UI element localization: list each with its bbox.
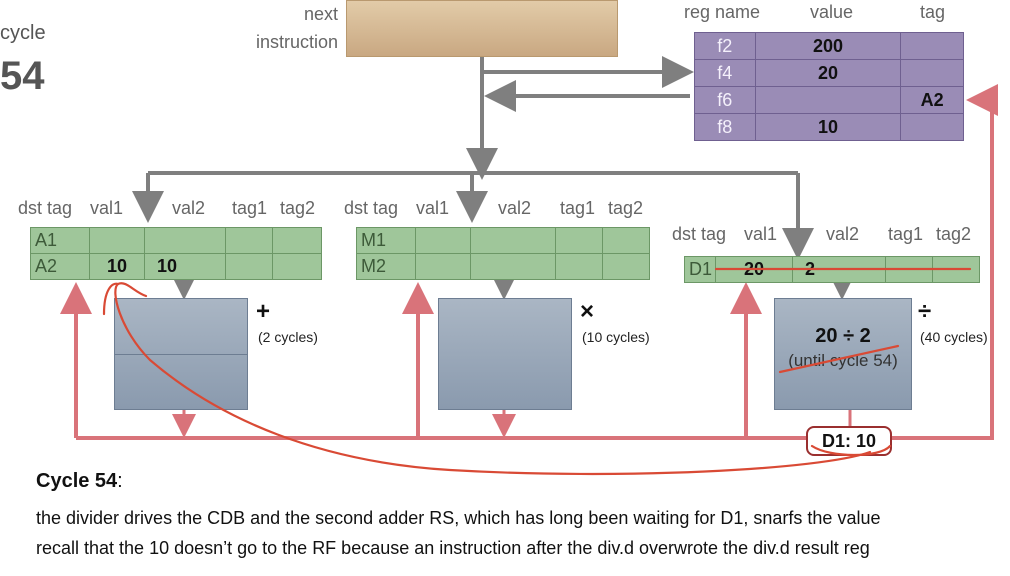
rs-val1 <box>89 227 145 254</box>
multiplier-unit <box>438 298 572 410</box>
divider-expression: 20 ÷ 2 <box>815 325 871 347</box>
caption-line-1: the divider drives the CDB and the secon… <box>36 508 881 528</box>
mult-header-dst-tag: dst tag <box>344 198 399 218</box>
rs-dst-tag: M1 <box>356 227 416 254</box>
rs-val2: 10 <box>144 253 226 280</box>
adder-header-dst-tag: dst tag <box>18 198 73 218</box>
rf-row: f2 200 <box>694 32 964 60</box>
adder-unit <box>114 298 248 410</box>
adder-stage-divider <box>115 354 247 355</box>
rs-tag2 <box>272 227 322 254</box>
cycle-number: 54 <box>0 54 45 98</box>
rf-header-name: reg name <box>684 2 761 22</box>
rs-tag1 <box>225 227 273 254</box>
divider-latency: (40 cycles) <box>920 329 988 345</box>
adder-latency: (2 cycles) <box>258 329 318 345</box>
adder-header-val1: val1 <box>90 198 124 218</box>
cycle-label: cycle <box>0 22 46 44</box>
rf-reg-value: 200 <box>754 32 902 60</box>
rs-tag2 <box>602 227 650 254</box>
caption-title-block: Cycle 54: <box>36 470 123 493</box>
rs-val1 <box>415 253 471 280</box>
next-label-line2: instruction <box>255 32 338 52</box>
adder-header-tag2: tag2 <box>280 198 316 218</box>
rf-reg-value <box>754 86 902 114</box>
rs-tag2 <box>272 253 322 280</box>
cdb-red-bus <box>60 84 998 440</box>
adder-op-symbol: + <box>256 298 271 325</box>
rf-header-tag: tag <box>920 2 946 22</box>
mult-header-val2: val2 <box>498 198 532 218</box>
rf-reg-value: 10 <box>754 113 902 141</box>
rs-tag2 <box>602 253 650 280</box>
adder-reservation-station: A1 A2 10 10 <box>30 227 322 280</box>
div-header-val1: val1 <box>744 224 778 244</box>
divider-unit: 20 ÷ 2 (until cycle 54) <box>774 298 912 410</box>
rs-row: A1 <box>30 227 322 254</box>
rf-row: f6 A2 <box>694 86 964 114</box>
instruction-fetch-box <box>346 0 618 57</box>
rf-row: f8 10 <box>694 113 964 141</box>
multiplier-op-symbol: × <box>580 298 595 325</box>
rs-val2 <box>470 253 556 280</box>
div-header-tag2: tag2 <box>936 224 972 244</box>
rs-val2 <box>470 227 556 254</box>
caption-title: Cycle 54 <box>36 470 118 492</box>
rf-reg-name: f6 <box>694 86 756 114</box>
register-file: f2 200 f4 20 f6 A2 f8 10 <box>694 32 964 141</box>
rs-val2 <box>144 227 226 254</box>
rf-reg-name: f2 <box>694 32 756 60</box>
rs-row: M2 <box>356 253 650 280</box>
multiplier-latency: (10 cycles) <box>582 329 650 345</box>
rf-header-value: value <box>810 2 854 22</box>
rf-reg-tag <box>900 113 964 141</box>
mult-header-tag2: tag2 <box>608 198 644 218</box>
rf-reg-tag: A2 <box>900 86 964 114</box>
rs-dst-tag: A1 <box>30 227 90 254</box>
next-label-line1: next <box>303 4 338 24</box>
cdb-value: D1: 10 <box>821 431 877 451</box>
snarf-hook <box>102 282 120 316</box>
divider-op-symbol: ÷ <box>918 298 932 325</box>
next-instruction-label: next instruction <box>158 0 338 56</box>
gray-dispatch-bus <box>132 56 854 300</box>
div-header-tag1: tag1 <box>888 224 924 244</box>
rf-reg-name: f8 <box>694 113 756 141</box>
rs-val1: 10 <box>89 253 145 280</box>
rf-reg-tag <box>900 32 964 60</box>
rs-tag1 <box>555 227 603 254</box>
caption-title-suffix: : <box>117 470 123 492</box>
rs-row: M1 <box>356 227 650 254</box>
mult-header-tag1: tag1 <box>560 198 596 218</box>
rs-row: A2 10 10 <box>30 253 322 280</box>
snarf-curve <box>114 282 872 476</box>
cdb-box: D1: 10 <box>806 426 892 456</box>
strike-divider-note <box>778 344 900 374</box>
adder-header-val2: val2 <box>172 198 206 218</box>
multiplier-reservation-station: M1 M2 <box>356 227 650 280</box>
div-header-val2: val2 <box>826 224 860 244</box>
rs-dst-tag: A2 <box>30 253 90 280</box>
mult-header-val1: val1 <box>416 198 450 218</box>
cdb-circle <box>810 444 892 457</box>
div-header-dst-tag: dst tag <box>672 224 727 244</box>
caption-line-2: recall that the 10 doesn’t go to the RF … <box>36 538 870 558</box>
rf-reg-name: f4 <box>694 59 756 87</box>
rs-tag1 <box>555 253 603 280</box>
rs-dst-tag: M2 <box>356 253 416 280</box>
adder-header-tag1: tag1 <box>232 198 268 218</box>
